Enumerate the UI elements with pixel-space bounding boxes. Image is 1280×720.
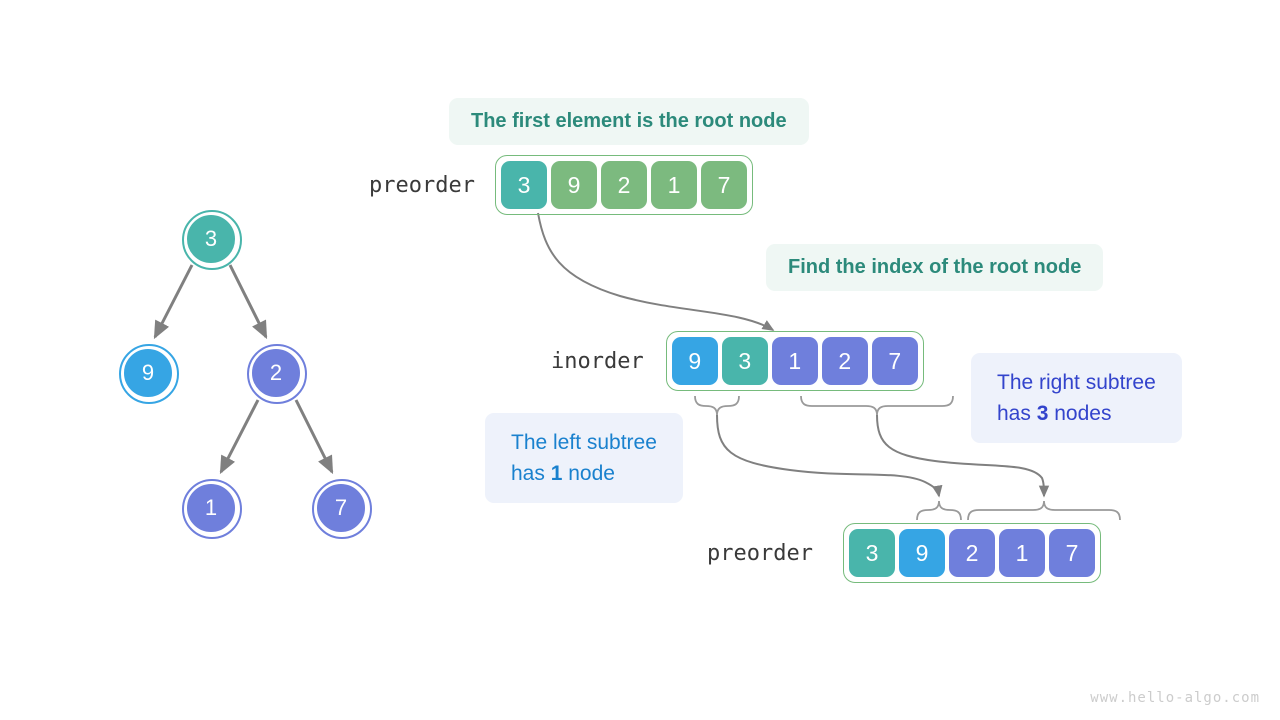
array-label-preorder-top: preorder	[369, 172, 475, 198]
tree-node-label: 1	[204, 495, 218, 520]
array-cell[interactable]: 2	[948, 529, 995, 577]
callout-right-subtree-line2: has 3 nodes	[997, 398, 1156, 429]
array-preorder-bottom: preorder 3 9 2 1 7	[707, 523, 1101, 583]
edge-2-to-1	[219, 399, 260, 475]
brace-preorder-right	[967, 500, 1121, 521]
tree-node-label: 3	[204, 226, 218, 251]
suffix: nodes	[1048, 402, 1112, 425]
brace-inorder-left	[694, 395, 740, 416]
tree-node-3[interactable]: 3	[182, 210, 242, 270]
callout-left-subtree-line2: has 1 node	[511, 458, 657, 489]
array-cell[interactable]: 3	[848, 529, 895, 577]
callout-right-subtree-line1: The right subtree	[997, 371, 1156, 394]
edge-2-to-7	[294, 399, 334, 475]
count: 3	[1036, 402, 1049, 425]
array-cell[interactable]: 1	[771, 337, 818, 385]
callout-right-subtree: The right subtree has 3 nodes	[971, 353, 1182, 443]
array-preorder-top: preorder 3 9 2 1 7	[369, 155, 753, 215]
array-cell[interactable]: 7	[871, 337, 918, 385]
array-cell[interactable]: 2	[821, 337, 868, 385]
array-cell[interactable]: 7	[700, 161, 747, 209]
array-frame: 3 9 2 1 7	[842, 523, 1101, 583]
callout-text: The first element is the root node	[471, 110, 787, 132]
callout-left-subtree-line1: The left subtree	[511, 431, 657, 454]
tree-node-9[interactable]: 9	[119, 344, 179, 404]
tree-node-7[interactable]: 7	[312, 479, 372, 539]
tree-node-label: 7	[334, 495, 348, 520]
tree-node-label: 9	[141, 360, 155, 385]
array-cell[interactable]: 3	[500, 161, 547, 209]
brace-preorder-left	[916, 500, 962, 521]
brace-inorder-right	[800, 395, 954, 416]
array-frame: 9 3 1 2 7	[665, 331, 924, 391]
tree-node-2[interactable]: 2	[247, 344, 307, 404]
watermark: www.hello-algo.com	[1090, 690, 1260, 706]
array-label-preorder-bottom: preorder	[707, 540, 813, 566]
array-inorder: inorder 9 3 1 2 7	[551, 331, 924, 391]
tree-node-1[interactable]: 1	[182, 479, 242, 539]
arrow-root-to-inorder	[537, 212, 775, 331]
array-label-inorder: inorder	[551, 348, 644, 374]
array-cell[interactable]: 9	[671, 337, 718, 385]
edge-3-to-9	[153, 264, 194, 340]
array-cell[interactable]: 9	[550, 161, 597, 209]
count: 1	[550, 462, 563, 485]
array-cell[interactable]: 1	[998, 529, 1045, 577]
array-cell[interactable]: 3	[721, 337, 768, 385]
array-cell[interactable]: 2	[600, 161, 647, 209]
array-cell[interactable]: 9	[898, 529, 945, 577]
callout-first-element-root: The first element is the root node	[449, 98, 809, 145]
array-cell[interactable]: 1	[650, 161, 697, 209]
suffix: node	[562, 462, 615, 485]
tree-node-label: 2	[269, 360, 283, 385]
edge-3-to-2	[228, 264, 268, 340]
prefix: has	[511, 462, 551, 485]
array-cell[interactable]: 7	[1048, 529, 1095, 577]
callout-left-subtree: The left subtree has 1 node	[485, 413, 683, 503]
callout-text: Find the index of the root node	[788, 256, 1082, 278]
prefix: has	[997, 402, 1037, 425]
array-frame: 3 9 2 1 7	[494, 155, 753, 215]
curve-left-subtree	[716, 414, 943, 498]
callout-find-index-root: Find the index of the root node	[766, 244, 1104, 291]
